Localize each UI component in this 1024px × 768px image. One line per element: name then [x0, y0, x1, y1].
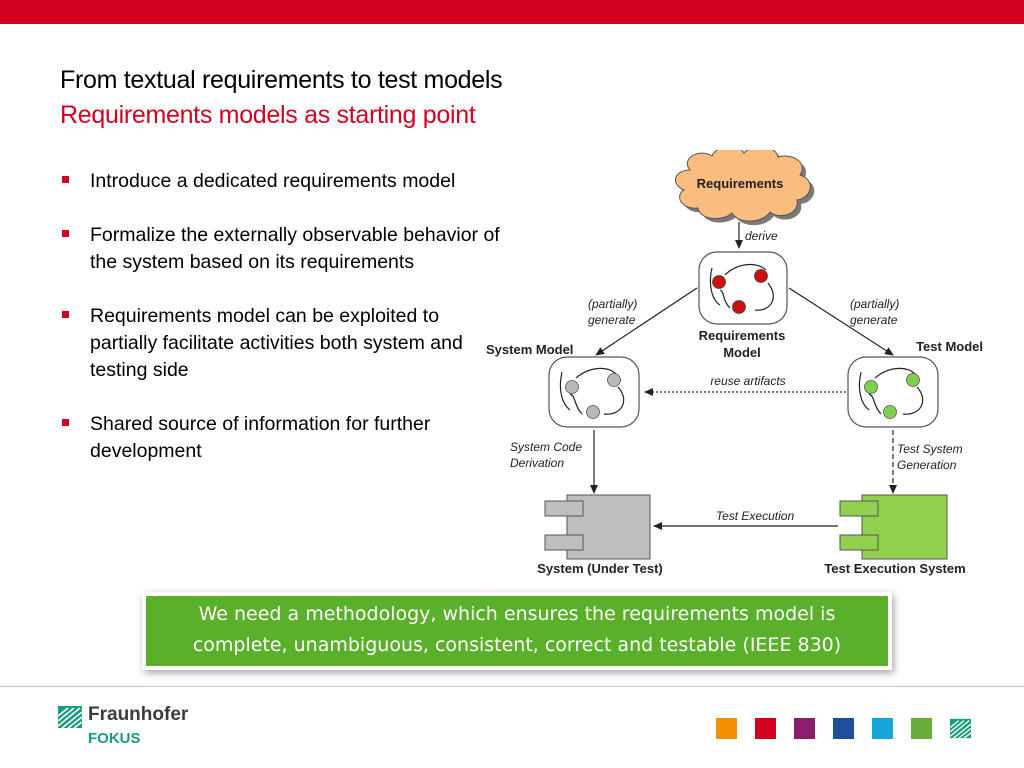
- swatch-purple: [794, 718, 815, 739]
- swatch-cyan: [872, 718, 893, 739]
- bullet-item: Requirements model can be exploited to p…: [62, 303, 502, 384]
- gen-left-label-2: generate: [588, 313, 636, 327]
- derive-label: derive: [745, 229, 778, 243]
- gen-right-label-2: generate: [850, 313, 898, 327]
- slide-title: From textual requirements to test models: [60, 66, 503, 94]
- fraunhofer-logo-icon: [58, 706, 82, 728]
- gen-right-label-1: (partially): [850, 297, 899, 311]
- test-model-node: [847, 356, 939, 428]
- generate-right-arrow: [788, 287, 894, 356]
- bullet-marker-icon: [62, 230, 69, 237]
- requirements-flow-diagram: Requirements derive Requirements Model (…: [486, 150, 983, 576]
- test-model-label: Test Model: [916, 339, 983, 354]
- bullet-marker-icon: [62, 419, 69, 426]
- cloud-label: Requirements: [697, 176, 784, 191]
- bullet-marker-icon: [62, 176, 69, 183]
- callout-line-2: complete, unambiguous, consistent, corre…: [192, 634, 842, 656]
- logo-name: Fraunhofer: [88, 704, 189, 725]
- test-state-icon: [864, 380, 878, 394]
- fraunhofer-small-logo-icon: [950, 718, 971, 739]
- sut-label: System (Under Test): [537, 561, 662, 576]
- bullet-list: Introduce a dedicated requirements model…: [62, 168, 502, 492]
- system-model-node: [548, 356, 640, 428]
- bullet-marker-icon: [62, 311, 69, 318]
- sys-state-icon: [586, 405, 600, 419]
- slide-subtitle: Requirements models as starting point: [60, 101, 476, 129]
- test-execution-system-component: Test Execution System: [824, 494, 966, 576]
- callout-line-1: We need a methodology, which ensures the…: [198, 603, 836, 625]
- methodology-callout: We need a methodology, which ensures the…: [146, 596, 888, 666]
- test-state-icon: [883, 405, 897, 419]
- footer-divider: [0, 686, 1024, 687]
- bullet-item: Introduce a dedicated requirements model: [62, 168, 502, 195]
- sys-state-icon: [565, 380, 579, 394]
- swatch-red: [755, 718, 776, 739]
- req-model-label-2: Model: [723, 345, 761, 360]
- test-generation-label-1: Test System: [897, 442, 963, 456]
- req-state-icon: [754, 269, 768, 283]
- code-derivation-label-1: System Code: [510, 440, 582, 454]
- logo-sub: FOKUS: [88, 730, 141, 747]
- gen-left-label-1: (partially): [588, 297, 637, 311]
- swatch-green: [911, 718, 932, 739]
- test-state-icon: [906, 373, 920, 387]
- system-model-label: System Model: [486, 342, 573, 357]
- req-state-icon: [732, 300, 746, 314]
- swatch-blue: [833, 718, 854, 739]
- reuse-label: reuse artifacts: [710, 374, 785, 388]
- system-under-test-component: System (Under Test): [537, 494, 663, 576]
- swatch-orange: [716, 718, 737, 739]
- req-model-label-1: Requirements: [699, 328, 786, 343]
- test-execution-label: Test Execution: [716, 509, 795, 523]
- requirements-model-node: Requirements Model: [698, 251, 788, 360]
- test-generation-label-2: Generation: [897, 458, 957, 472]
- requirements-cloud: Requirements: [675, 150, 815, 226]
- req-state-icon: [712, 275, 726, 289]
- tes-label: Test Execution System: [824, 561, 965, 576]
- code-derivation-label-2: Derivation: [510, 456, 564, 470]
- bullet-item: Formalize the externally observable beha…: [62, 222, 502, 276]
- sys-state-icon: [607, 373, 621, 387]
- top-red-bar: [0, 0, 1024, 24]
- bullet-item: Shared source of information for further…: [62, 411, 502, 465]
- generate-left-arrow: [595, 287, 698, 356]
